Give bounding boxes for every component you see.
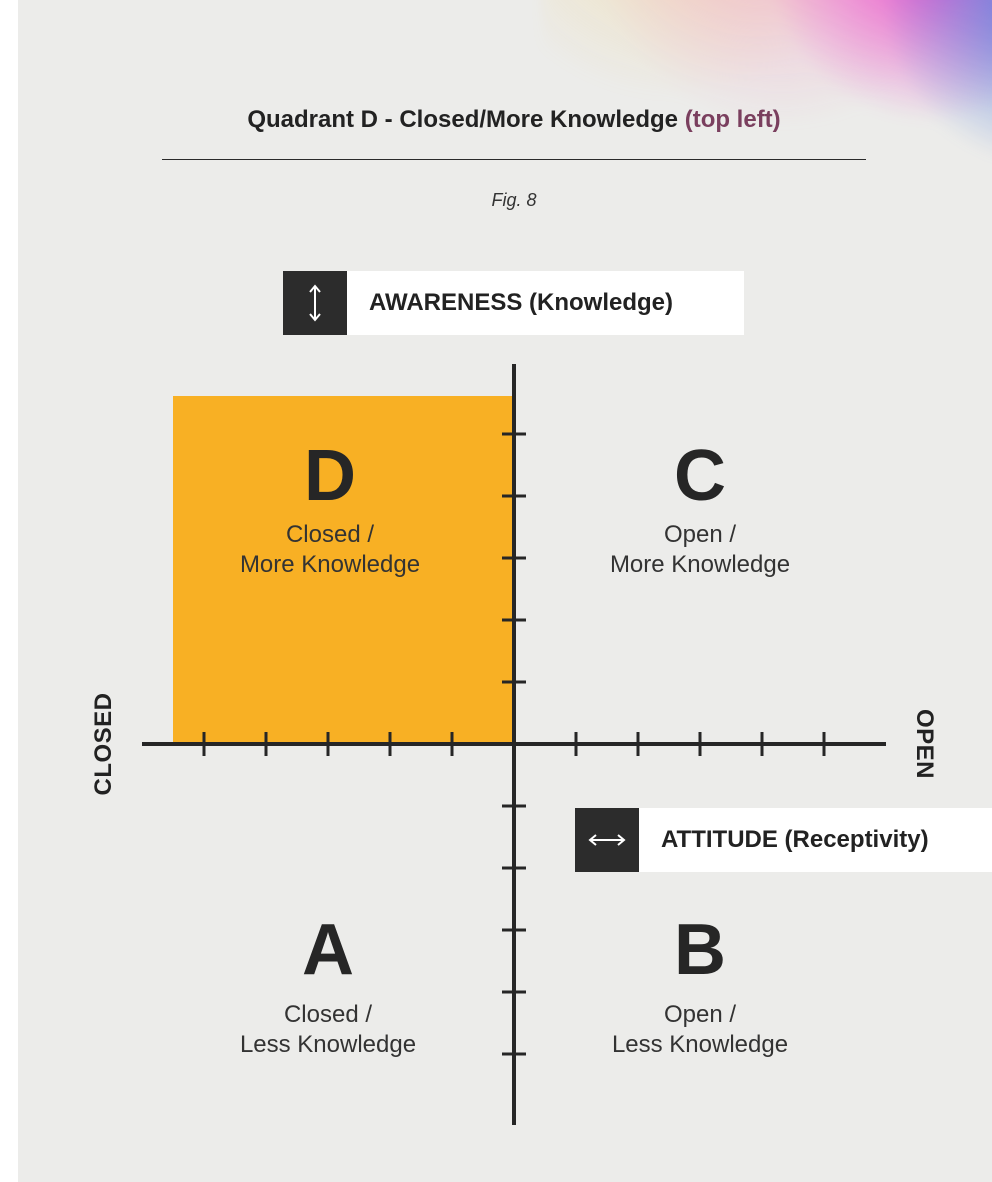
quadrant-b-line1: Open / bbox=[663, 1001, 737, 1028]
quadrant-b-line2: Less Knowledge bbox=[611, 1031, 789, 1058]
awareness-legend: AWARENESS (Knowledge) bbox=[283, 271, 744, 335]
attitude-label: ATTITUDE (Receptivity) bbox=[661, 826, 929, 853]
quadrant-a-letter: A bbox=[302, 910, 354, 990]
vertical-double-arrow-icon bbox=[283, 271, 347, 335]
horizontal-double-arrow-icon bbox=[575, 808, 639, 872]
quadrant-d-highlight bbox=[173, 396, 514, 744]
quadrant-d-letter: D bbox=[304, 436, 356, 516]
axis-label-closed: CLOSED bbox=[90, 692, 117, 796]
page-title: Quadrant D - Closed/More Knowledge (top … bbox=[162, 106, 866, 134]
title-highlight: (top left) bbox=[684, 106, 781, 133]
title-main: Quadrant D - Closed/More Knowledge bbox=[247, 106, 679, 133]
quadrant-b-letter: B bbox=[674, 910, 726, 990]
attitude-legend: ATTITUDE (Receptivity) bbox=[575, 808, 992, 872]
quadrant-a-description: Closed / Less Knowledge bbox=[198, 1000, 458, 1060]
quadrant-c-line1: Open / bbox=[663, 521, 737, 548]
quadrant-c-letter: C bbox=[674, 436, 726, 516]
quadrant-c-description: Open / More Knowledge bbox=[570, 520, 830, 580]
quadrant-b-description: Open / Less Knowledge bbox=[570, 1000, 830, 1060]
axes bbox=[142, 364, 886, 1125]
axis-label-open: OPEN bbox=[911, 708, 938, 780]
quadrant-d-line1: Closed / bbox=[285, 521, 375, 548]
quadrant-c-line2: More Knowledge bbox=[609, 551, 791, 578]
awareness-label: AWARENESS (Knowledge) bbox=[369, 289, 674, 316]
quadrant-a-line1: Closed / bbox=[283, 1001, 373, 1028]
title-divider bbox=[162, 159, 866, 160]
figure-label: Fig. 8 bbox=[491, 190, 537, 210]
quadrant-d-description: Closed / More Knowledge bbox=[200, 520, 460, 580]
quadrant-d-line2: More Knowledge bbox=[239, 551, 421, 578]
quadrant-a-line2: Less Knowledge bbox=[239, 1031, 417, 1058]
paint-splash-decoration bbox=[542, 0, 992, 250]
